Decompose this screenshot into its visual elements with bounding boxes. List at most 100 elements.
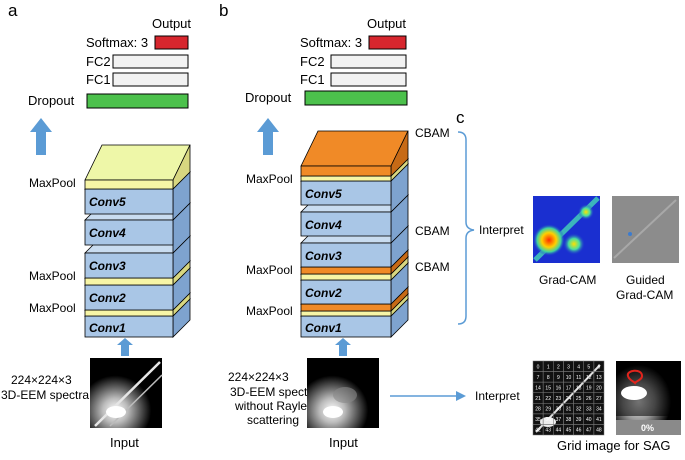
sag-grid-number: 6 bbox=[598, 364, 601, 370]
sag-grid-number: 26 bbox=[586, 396, 592, 402]
sag-grid-number: 20 bbox=[596, 385, 602, 391]
maxpool-label: MaxPool bbox=[29, 301, 76, 315]
sag-grid-number: 31 bbox=[566, 407, 572, 413]
sag-grid-number: 30 bbox=[556, 407, 562, 413]
sag-grid-number: 34 bbox=[596, 407, 602, 413]
sag-grid-number: 15 bbox=[545, 385, 551, 391]
fc1-box bbox=[330, 72, 407, 87]
cbam-label: CBAM bbox=[415, 224, 450, 238]
conv1-label: Conv1 bbox=[305, 321, 342, 335]
sag-grid-number: 10 bbox=[566, 375, 572, 381]
sag-grid-number: 41 bbox=[596, 417, 602, 423]
guided-gradcam-label: Grad-CAM bbox=[616, 288, 673, 302]
cbam-label: CBAM bbox=[415, 126, 450, 140]
sag-grid-number: 14 bbox=[535, 385, 541, 391]
sag-grid-number: 13 bbox=[596, 375, 602, 381]
output-label: Output bbox=[367, 16, 406, 31]
sag-grid-number: 48 bbox=[596, 428, 602, 434]
guided-gradcam-image bbox=[612, 196, 679, 263]
dropout-label: Dropout bbox=[28, 93, 75, 108]
fc1-label: FC1 bbox=[300, 72, 325, 87]
sag-grid-number: 25 bbox=[576, 396, 582, 402]
conv3-label: Conv3 bbox=[89, 259, 126, 273]
fc1-box bbox=[112, 72, 189, 87]
sag-grid-number: 16 bbox=[556, 385, 562, 391]
panel-b: b Output Softmax: 3 FC2 FC1 Dropout Conv… bbox=[219, 1, 520, 450]
input-size-label: 224×224×3 bbox=[228, 370, 289, 384]
sag-grid-number: 47 bbox=[586, 428, 592, 434]
sag-grid-number: 22 bbox=[545, 396, 551, 402]
sag-grid-number: 38 bbox=[566, 417, 572, 423]
sag-grid-number: 18 bbox=[576, 385, 582, 391]
sag-grid-number: 2 bbox=[557, 364, 560, 370]
interpret-label: Interpret bbox=[479, 223, 524, 237]
up-arrow-icon bbox=[335, 338, 351, 356]
input-desc-label: 3D-EEM spectra bbox=[230, 385, 318, 399]
maxpool-label: MaxPool bbox=[246, 172, 293, 186]
input-label: Input bbox=[329, 435, 358, 450]
sag-grid-number: 37 bbox=[556, 417, 562, 423]
sag-grid-number: 5 bbox=[587, 364, 590, 370]
up-arrow-icon bbox=[117, 338, 133, 356]
input-desc-label: 3D-EEM spectra bbox=[1, 388, 89, 402]
fc2-box bbox=[330, 54, 407, 69]
conv5-label: Conv5 bbox=[305, 187, 342, 201]
cbam-bracket bbox=[457, 131, 475, 325]
conv3-label: Conv3 bbox=[305, 249, 342, 263]
sag-grid-cell bbox=[593, 424, 605, 436]
fc2-label: FC2 bbox=[86, 54, 111, 69]
softmax-box bbox=[154, 35, 189, 50]
sag-grid-number: 19 bbox=[586, 385, 592, 391]
sag-marker-icon bbox=[626, 369, 644, 385]
sag-grid-number: 8 bbox=[547, 375, 550, 381]
gradcam-heatmap bbox=[533, 196, 600, 263]
input-label: Input bbox=[110, 435, 139, 450]
conv4-label: Conv4 bbox=[89, 226, 126, 240]
fc2-box bbox=[112, 54, 189, 69]
sag-grid-number: 44 bbox=[556, 428, 562, 434]
conv2-label: Conv2 bbox=[305, 286, 342, 300]
conv1-label: Conv1 bbox=[89, 321, 126, 335]
cbam-label: CBAM bbox=[415, 260, 450, 274]
up-arrow-icon bbox=[30, 118, 52, 155]
softmax-label: Softmax: 3 bbox=[300, 35, 362, 50]
sag-grid-number: 43 bbox=[545, 428, 551, 434]
sag-grid-number: 7 bbox=[537, 375, 540, 381]
sag-result-image: 0% bbox=[616, 361, 681, 435]
maxpool-label: MaxPool bbox=[29, 176, 76, 190]
sag-grid-number: 17 bbox=[566, 385, 572, 391]
softmax-box bbox=[368, 35, 407, 50]
dropout-label: Dropout bbox=[245, 90, 292, 105]
sag-grid-number: 3 bbox=[567, 364, 570, 370]
sag-grid-number: 33 bbox=[586, 407, 592, 413]
panel-a: a Output Softmax: 3 FC2 FC1 Dropout Conv… bbox=[1, 1, 191, 450]
sag-grid-number: 24 bbox=[566, 396, 572, 402]
sag-label: Grid image for SAG bbox=[557, 438, 670, 453]
eem-spectrum-image bbox=[307, 358, 379, 428]
fc1-label: FC1 bbox=[86, 72, 111, 87]
sag-percent: 0% bbox=[641, 423, 654, 433]
sag-grid-number: 42 bbox=[535, 428, 541, 434]
sag-grid-number: 28 bbox=[535, 407, 541, 413]
dropout-box bbox=[86, 93, 189, 109]
maxpool-label: MaxPool bbox=[246, 263, 293, 277]
sag-grid-number: 11 bbox=[576, 375, 581, 381]
sag-grid-number: 21 bbox=[535, 396, 541, 402]
sag-grid-number: 39 bbox=[576, 417, 582, 423]
interpret-label: Interpret bbox=[475, 389, 520, 403]
sag-grid-number: 46 bbox=[576, 428, 582, 434]
sag-grid-number: 29 bbox=[545, 407, 551, 413]
sag-grid-number: 9 bbox=[557, 375, 560, 381]
sag-grid-number: 32 bbox=[576, 407, 582, 413]
fc2-label: FC2 bbox=[300, 54, 325, 69]
guided-gradcam-label: Guided bbox=[626, 273, 665, 287]
input-desc-label: without Rayleigh bbox=[234, 399, 323, 413]
sag-grid-number: 35 bbox=[535, 417, 541, 423]
sag-grid-number: 45 bbox=[566, 428, 572, 434]
conv4-label: Conv4 bbox=[305, 218, 342, 232]
conv2-label: Conv2 bbox=[89, 291, 126, 305]
output-label: Output bbox=[152, 16, 191, 31]
softmax-label: Softmax: 3 bbox=[86, 35, 148, 50]
